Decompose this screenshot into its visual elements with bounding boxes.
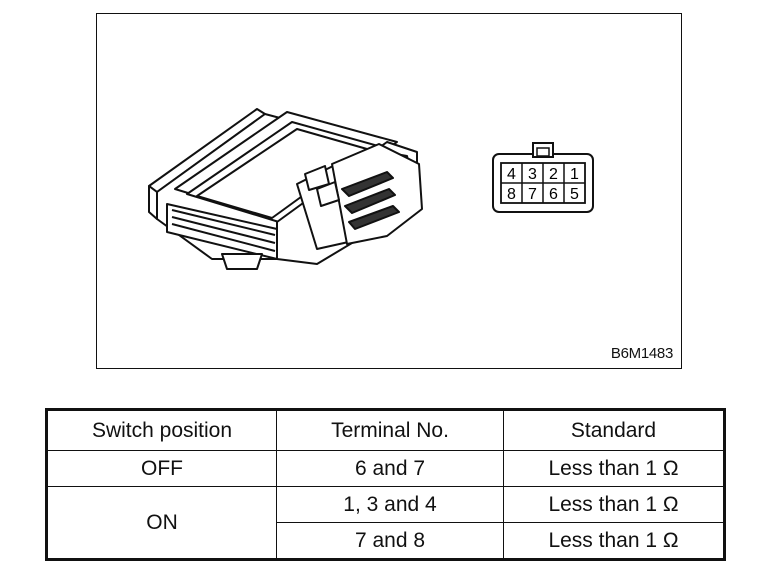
- column-header: Standard: [503, 409, 725, 451]
- pin-label: 2: [549, 166, 558, 183]
- terminal-cell: 1, 3 and 4: [276, 486, 504, 523]
- pin-label: 1: [570, 166, 579, 183]
- connector-pin-diagram: 4 3 2 1 8 7 6 5: [492, 142, 594, 213]
- standard-cell: Less than 1 Ω: [503, 450, 725, 487]
- switch-illustration: 4 3 2 1 8 7 6 5: [148, 108, 594, 270]
- pin-label: 5: [570, 186, 579, 203]
- column-header: Terminal No.: [276, 409, 504, 451]
- pin-label: 4: [507, 166, 516, 183]
- figure-panel: 4 3 2 1 8 7 6 5 B6M1483: [96, 13, 682, 369]
- table-row: ON 1, 3 and 4 Less than 1 Ω: [46, 486, 725, 560]
- terminal-cell: 7 and 8: [276, 522, 504, 560]
- column-header: Switch position: [46, 409, 277, 451]
- switch-position-cell: ON: [46, 486, 277, 560]
- pin-label: 8: [507, 186, 516, 203]
- switch-body: [148, 108, 423, 270]
- standard-cell: Less than 1 Ω: [503, 522, 725, 560]
- standard-cell: Less than 1 Ω: [503, 486, 725, 523]
- spec-table: Switch position Terminal No. Standard OF…: [45, 408, 726, 561]
- figure-code: B6M1483: [610, 345, 673, 362]
- switch-position-cell: OFF: [46, 450, 277, 487]
- pin-label: 6: [549, 186, 558, 203]
- table-row: 7 and 8 Less than 1 Ω: [47, 522, 725, 560]
- pin-label: 7: [528, 186, 537, 203]
- pin-label: 3: [528, 166, 537, 183]
- table-header-row: Switch position Terminal No. Standard: [46, 409, 725, 451]
- terminal-cell: 6 and 7: [276, 450, 504, 487]
- table-row: OFF 6 and 7 Less than 1 Ω: [46, 450, 725, 487]
